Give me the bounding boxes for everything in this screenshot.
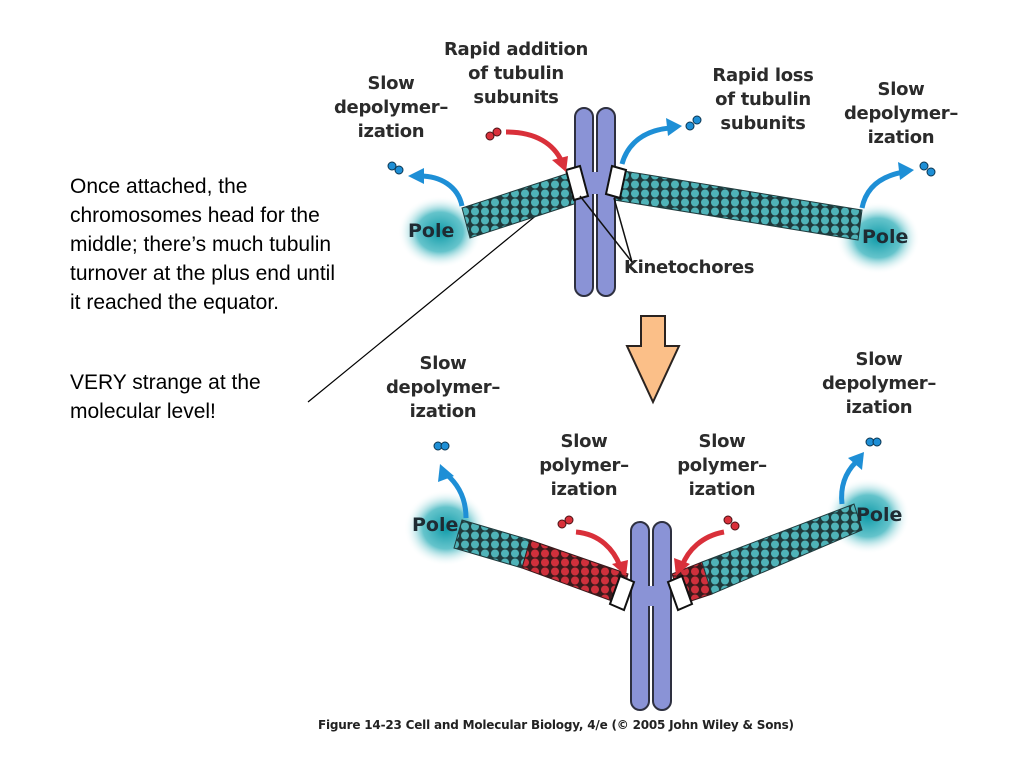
top-red-subunit-icon — [485, 131, 495, 141]
bottom-left-slow-poly-label: Slow polymer– ization — [514, 430, 654, 502]
label-line: Slow — [877, 79, 925, 100]
bottom-right-slow-depoly-label: Slow depolymer– ization — [804, 348, 954, 420]
bottom-left-poly-arrow — [575, 529, 623, 567]
label-line: depolymer– — [385, 377, 501, 398]
annotation-paragraph-2: VERY strange at the molecular level! — [70, 368, 330, 426]
bottom-right-red-subunit-icon — [723, 515, 733, 525]
top-chromosome — [574, 107, 616, 297]
bottom-right-red-subunit-icon-b — [730, 521, 740, 531]
label-line: Slow — [855, 349, 903, 370]
label-line: depolymer– — [333, 97, 449, 118]
label-line: ization — [409, 401, 477, 422]
bottom-right-subunit-icon-b — [872, 437, 882, 447]
top-rapid-loss-subunit-icon-b — [692, 115, 702, 125]
label-line: ization — [688, 479, 756, 500]
bottom-left-kinetochore — [608, 574, 636, 612]
label-line: depolymer– — [843, 103, 959, 124]
top-right-depoly-arrowhead — [898, 162, 914, 180]
top-rapid-addition-label: Rapid addition of tubulin subunits — [426, 38, 606, 110]
kinetochores-label: Kinetochores — [624, 257, 755, 278]
bottom-left-pole-label: Pole — [412, 514, 459, 536]
top-left-depoly-arrow — [419, 173, 465, 207]
label-line: polymer– — [677, 455, 767, 476]
label-line: polymer– — [539, 455, 629, 476]
label-line: of tubulin — [468, 63, 564, 84]
bottom-right-kinetochore — [666, 574, 694, 612]
bottom-left-depoly-arrowhead — [438, 464, 454, 482]
top-rapid-addition-arrowhead — [552, 156, 568, 172]
top-left-pole-label: Pole — [408, 220, 455, 242]
label-line: subunits — [473, 87, 559, 108]
bottom-right-poly-arrowhead — [674, 558, 690, 576]
label-line: of tubulin — [715, 89, 811, 110]
bottom-right-microtubule — [671, 503, 863, 605]
top-right-depoly-arrow — [859, 169, 905, 209]
top-right-subunit-icon — [919, 161, 929, 171]
figure-caption: Figure 14-23 Cell and Molecular Biology,… — [318, 718, 794, 732]
label-line: Slow — [419, 353, 467, 374]
annotation-text-1: Once attached, the chromosomes head for … — [70, 175, 336, 314]
bottom-right-depoly-arrow — [839, 460, 858, 505]
top-rapid-loss-subunit-icon — [685, 121, 695, 131]
label-line: Rapid loss — [712, 65, 814, 86]
bottom-left-microtubule — [453, 519, 629, 605]
top-right-slow-depoly-label: Slow depolymer– ization — [826, 78, 976, 150]
bottom-chromosome — [630, 521, 672, 711]
label-line: Rapid addition — [443, 39, 589, 60]
top-rapid-loss-arrow — [619, 125, 671, 165]
annotation-text-2: VERY strange at the molecular level! — [70, 371, 261, 423]
bottom-left-slow-depoly-label: Slow depolymer– ization — [368, 352, 518, 424]
pointer-line — [307, 195, 561, 403]
bottom-right-pole-label: Pole — [856, 504, 903, 526]
kinetochore-pointer-left — [579, 195, 633, 263]
top-rapid-loss-arrowhead — [666, 118, 682, 136]
bottom-left-red-subunit-icon-b — [564, 515, 574, 525]
top-red-subunit-icon-b — [492, 127, 502, 137]
top-left-subunit-icon-b — [394, 165, 404, 175]
bottom-left-subunit-icon-b — [440, 441, 450, 451]
label-line: depolymer– — [821, 373, 937, 394]
label-line: ization — [550, 479, 618, 500]
label-line: Slow — [560, 431, 608, 452]
label-line: ization — [845, 397, 913, 418]
top-left-depoly-arrowhead — [408, 168, 424, 184]
bottom-left-poly-arrowhead — [612, 560, 628, 576]
kinetochore-pointer-right — [613, 197, 633, 263]
label-line: ization — [357, 121, 425, 142]
top-right-microtubule — [613, 169, 863, 241]
top-right-subunit-icon-b — [926, 167, 936, 177]
label-line: Slow — [367, 73, 415, 94]
label-line: subunits — [720, 113, 806, 134]
bottom-right-depoly-arrowhead — [848, 452, 864, 470]
top-left-slow-depoly-label: Slow depolymer– ization — [316, 72, 466, 144]
bottom-right-slow-poly-label: Slow polymer– ization — [652, 430, 792, 502]
bottom-left-red-subunit-icon — [557, 519, 567, 529]
top-left-pole — [398, 196, 482, 268]
top-right-kinetochore — [604, 164, 628, 200]
top-rapid-loss-label: Rapid loss of tubulin subunits — [688, 64, 838, 136]
label-line: Slow — [698, 431, 746, 452]
top-left-subunit-icon — [387, 161, 397, 171]
transition-down-arrow-icon — [625, 315, 681, 405]
top-right-pole-label: Pole — [862, 226, 909, 248]
label-line: ization — [867, 127, 935, 148]
top-rapid-addition-arrow — [505, 129, 565, 164]
top-left-kinetochore — [564, 164, 590, 202]
annotation-paragraph-1: Once attached, the chromosomes head for … — [70, 172, 340, 317]
